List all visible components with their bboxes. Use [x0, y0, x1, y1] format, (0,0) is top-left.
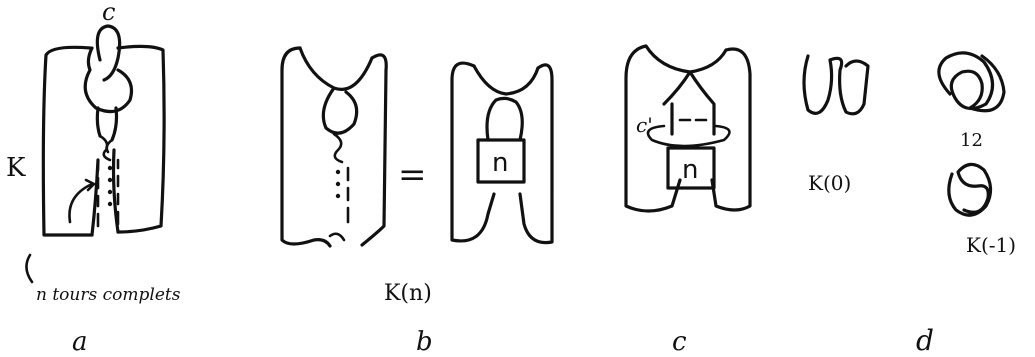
caption-b: b [416, 327, 433, 357]
twist-box-c [666, 146, 716, 190]
label-K0: K(0) [808, 171, 851, 195]
panel-b-left: = [280, 46, 427, 248]
label-twelve: 12 [960, 130, 983, 151]
panel-b-right-band [450, 61, 554, 245]
panel-b-right: n K(n) b [384, 61, 554, 357]
panel-a-strands [90, 148, 120, 237]
panel-d: K(0) 12 K(-1) d [802, 51, 1016, 357]
label-K-minus-1: K(-1) [966, 233, 1016, 257]
label-K-n: K(n) [384, 281, 432, 306]
panel-b-left-dots [335, 169, 341, 199]
panel-a-loop [83, 46, 134, 142]
panel-a: c K n tours complets a [6, 0, 181, 357]
panel-b-left-loop [298, 46, 374, 135]
panel-b-left-band [280, 46, 388, 248]
panel-a-bracket [25, 253, 34, 284]
label-K: K [6, 153, 26, 183]
panel-c: n c' c [624, 44, 752, 357]
equals-sign: = [398, 155, 427, 195]
label-n-tours: n tours complets [36, 285, 181, 305]
panel-b-left-twist [332, 132, 344, 164]
panel-b-right-loop [472, 64, 540, 142]
panel-a-twist [98, 134, 114, 162]
knot-K-minus-1 [947, 162, 993, 217]
caption-d: d [916, 324, 934, 357]
panel-c-loop [644, 44, 728, 136]
twist-box-b-label: n [492, 148, 508, 178]
caption-c: c [672, 327, 687, 357]
panel-c-band [624, 44, 752, 213]
panel-c-circle-c-prime [646, 118, 731, 148]
panel-a-dashed-strand [96, 158, 120, 228]
panel-a-arrow [68, 178, 96, 224]
panel-a-band [41, 44, 166, 237]
knot-K0 [802, 54, 870, 116]
label-c-top: c [102, 0, 115, 26]
label-c-prime: c' [636, 113, 653, 137]
twist-box-c-label: n [682, 155, 698, 185]
twist-box-b [476, 138, 526, 184]
panel-a-loop-c [95, 24, 122, 82]
knot-12 [937, 51, 1006, 113]
panel-a-dots [107, 165, 113, 207]
panel-b-left-dashes [328, 166, 350, 242]
caption-a: a [72, 327, 88, 357]
